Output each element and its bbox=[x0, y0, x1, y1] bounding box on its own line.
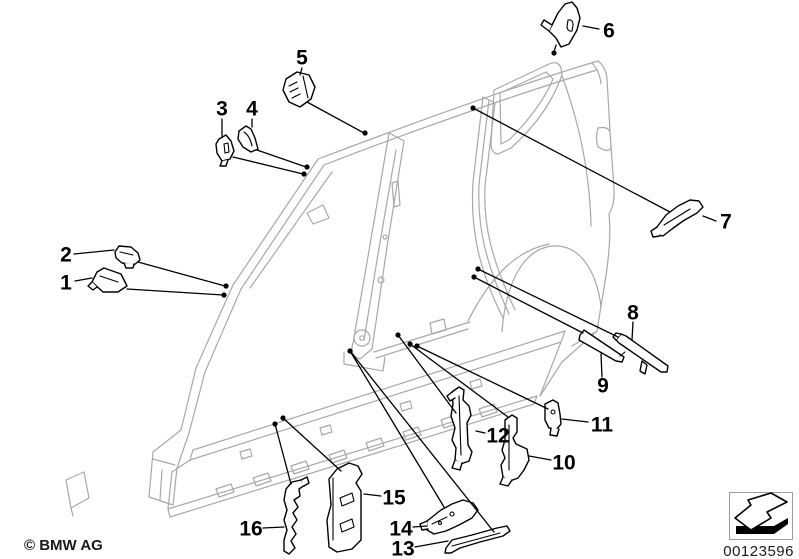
part-shape-15 bbox=[326, 462, 363, 553]
part-number-text: 00123596 bbox=[723, 543, 794, 559]
direction-arrow-icon bbox=[734, 492, 788, 534]
part-shape-1 bbox=[87, 267, 128, 293]
part-shape-9 bbox=[578, 329, 626, 363]
callout-13[interactable]: 13 bbox=[391, 538, 414, 559]
direction-indicator bbox=[729, 492, 793, 540]
part-shape-12 bbox=[446, 386, 473, 471]
callout-11[interactable]: 11 bbox=[591, 414, 614, 437]
part-shape-6 bbox=[540, 1, 581, 48]
part-shape-16 bbox=[283, 476, 310, 555]
part-shape-10 bbox=[499, 414, 530, 487]
callout-2[interactable]: 2 bbox=[60, 244, 72, 267]
part-shape-3 bbox=[215, 134, 235, 167]
callout-8[interactable]: 8 bbox=[627, 302, 639, 325]
callout-15[interactable]: 15 bbox=[382, 487, 406, 510]
part-shape-13 bbox=[444, 525, 511, 554]
callout-10[interactable]: 10 bbox=[552, 452, 575, 475]
callout-16[interactable]: 16 bbox=[239, 518, 262, 541]
callout-6[interactable]: 6 bbox=[603, 20, 615, 43]
leader-lines bbox=[73, 25, 717, 548]
attachment-dots bbox=[221, 50, 557, 427]
part-shape-8 bbox=[612, 332, 669, 375]
part-shapes bbox=[87, 1, 704, 555]
callout-3[interactable]: 3 bbox=[216, 98, 228, 121]
callout-5[interactable]: 5 bbox=[296, 47, 308, 70]
callout-1[interactable]: 1 bbox=[60, 272, 72, 295]
callout-9[interactable]: 9 bbox=[597, 375, 609, 398]
callout-12[interactable]: 12 bbox=[486, 425, 509, 448]
part-shape-14 bbox=[419, 499, 479, 535]
car-body-line-art bbox=[65, 60, 615, 518]
part-shape-5 bbox=[282, 71, 316, 108]
callout-14[interactable]: 14 bbox=[389, 518, 413, 541]
part-shape-4 bbox=[237, 125, 259, 153]
part-shape-2 bbox=[114, 245, 141, 269]
copyright-text: © BMW AG bbox=[24, 537, 103, 554]
callout-7[interactable]: 7 bbox=[720, 211, 732, 234]
part-shape-7 bbox=[650, 199, 704, 238]
callout-4[interactable]: 4 bbox=[246, 98, 258, 121]
part-shape-11 bbox=[544, 399, 562, 437]
